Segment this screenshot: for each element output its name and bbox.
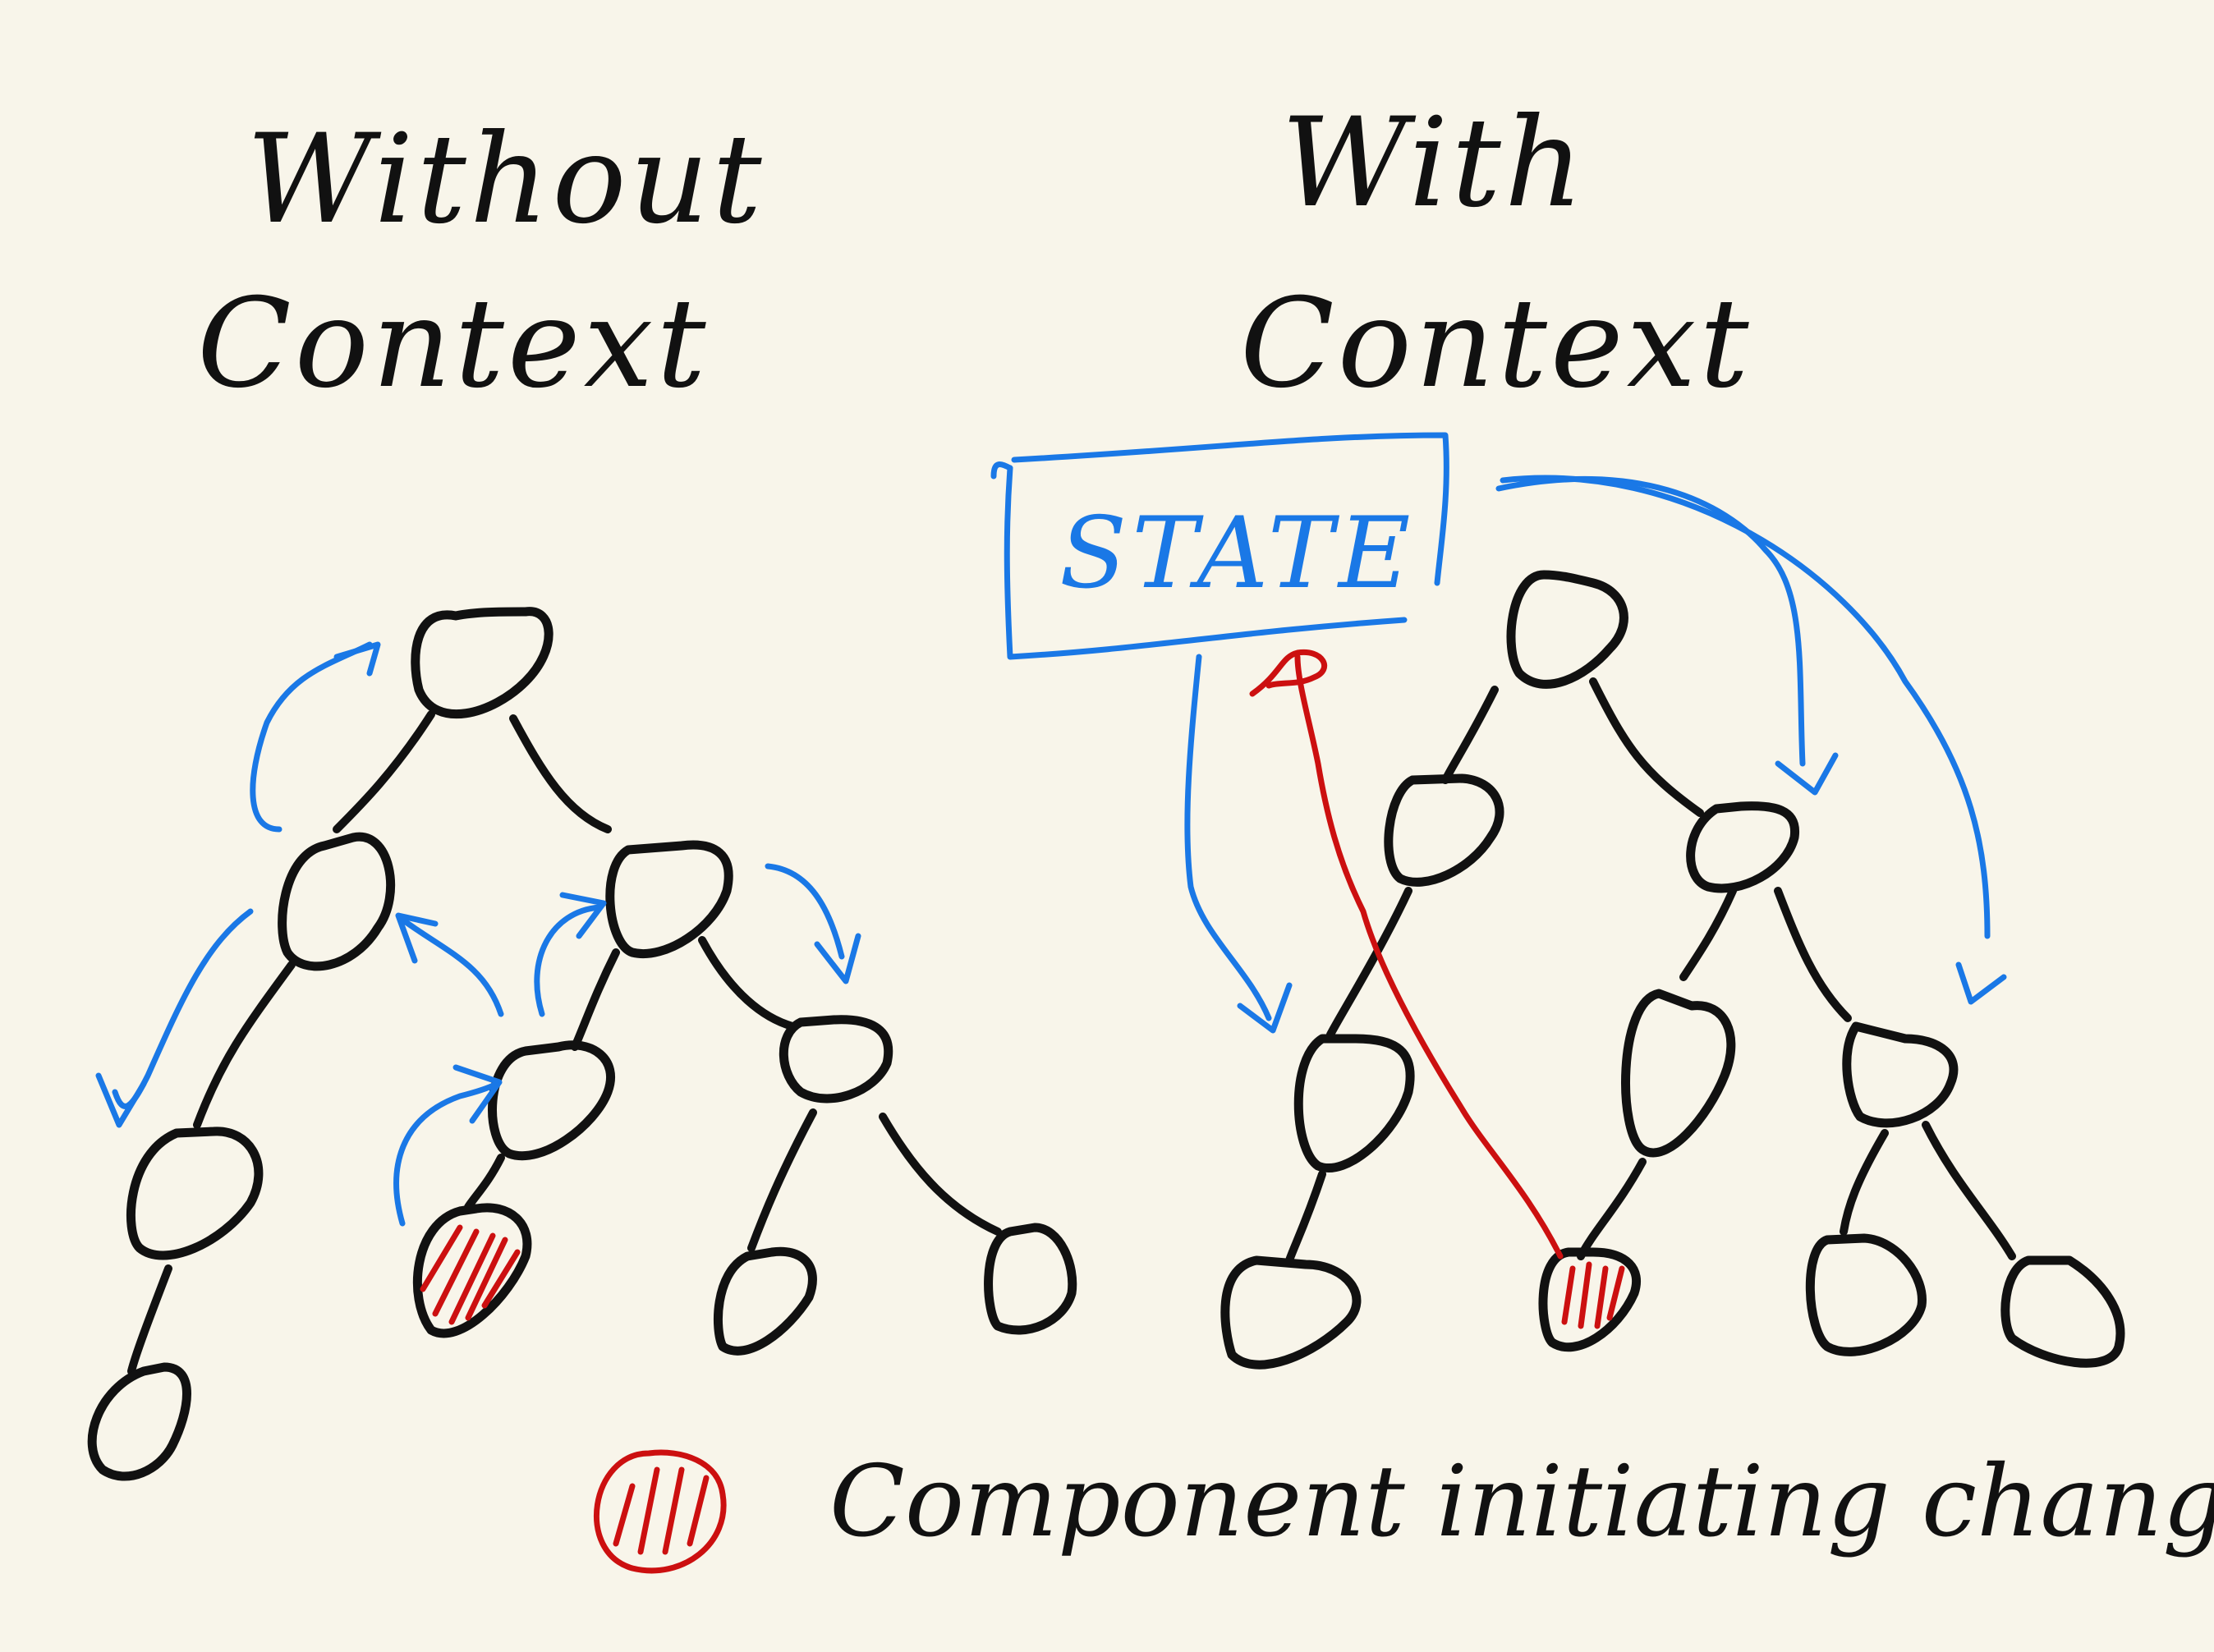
tree-node <box>1686 801 1800 893</box>
tree-node <box>126 1127 264 1260</box>
left-tree-nodes <box>87 607 1077 1481</box>
edge <box>879 1113 1002 1236</box>
arrowhead <box>814 933 861 984</box>
left-tree <box>87 607 1077 1481</box>
edge <box>1774 887 1852 1022</box>
state-box-border <box>1004 432 1449 660</box>
tree-node-root <box>411 607 554 719</box>
right-tree-nodes <box>1220 570 2125 1370</box>
arrow-up <box>399 916 504 1017</box>
arrowhead <box>452 1064 503 1124</box>
edge <box>464 1154 505 1211</box>
arrow-state-to-node <box>1184 654 1272 1021</box>
edge <box>333 710 435 833</box>
state-box-corner <box>990 461 1013 480</box>
edge <box>1840 1129 1889 1236</box>
arrow-up <box>534 904 603 1017</box>
arrow-state-to-node <box>1500 475 1991 939</box>
edge <box>1285 1170 1326 1264</box>
legend: Component initiating change <box>594 1445 2214 1574</box>
edge <box>1577 1158 1647 1260</box>
tree-node-root <box>1506 570 1628 689</box>
edge <box>747 1108 817 1252</box>
change-signal-line <box>1294 654 1564 1260</box>
state-box: STATE <box>990 432 1449 660</box>
arrowhead <box>333 641 381 677</box>
left-tree-edges <box>127 710 1002 1375</box>
legend-label: Component initiating change <box>829 1445 2214 1559</box>
arrowhead <box>559 892 607 939</box>
tree-node <box>2000 1255 2125 1368</box>
arrowhead <box>1237 982 1293 1034</box>
tree-node <box>984 1223 1077 1335</box>
heading-without-line1: Without <box>246 108 765 251</box>
edge <box>571 948 620 1051</box>
right-tree: STATE <box>990 432 2125 1370</box>
right-tree-edges <box>1285 677 2016 1264</box>
edge <box>1679 887 1737 981</box>
edge <box>698 936 797 1030</box>
hatch-marks <box>420 1224 521 1325</box>
heading-without-line2: Context <box>197 273 710 415</box>
state-label: STATE <box>1059 497 1415 611</box>
tree-node <box>488 1040 616 1161</box>
tree-node <box>1621 989 1736 1158</box>
edge <box>1922 1121 2016 1260</box>
arrow-up <box>393 1081 500 1227</box>
hatch-marks <box>1561 1261 1625 1329</box>
arrow-state-to-node <box>1495 476 1806 767</box>
arrowhead <box>1955 961 2007 1005</box>
heading-with-line2: Context <box>1240 273 1752 415</box>
arrowhead <box>395 912 439 964</box>
heading-with-line1: With <box>1281 92 1587 235</box>
arrow-down <box>112 908 254 1109</box>
tree-node <box>1842 1021 1959 1128</box>
legend-swatch-icon <box>594 1449 727 1574</box>
tree-node <box>1384 773 1504 887</box>
arrowhead <box>1775 752 1839 796</box>
edge <box>1326 887 1412 1039</box>
edge <box>1589 677 1704 817</box>
tree-node <box>1805 1233 1927 1356</box>
edge <box>127 1264 172 1375</box>
tree-node <box>1293 1034 1415 1172</box>
tree-node <box>278 832 396 971</box>
arrow-down <box>765 863 845 960</box>
arrowhead <box>95 1072 147 1128</box>
change-signal-arrowhead <box>1249 649 1327 697</box>
tree-node <box>605 840 733 958</box>
tree-node <box>87 1362 191 1481</box>
tree-node-initiating-change <box>1538 1247 1641 1352</box>
tree-node <box>779 1015 893 1104</box>
edge <box>1441 686 1499 784</box>
tree-node <box>713 1246 817 1356</box>
arrow-up <box>250 641 373 833</box>
left-tree-propagation-arrows <box>95 641 861 1227</box>
edge <box>193 961 296 1129</box>
tree-node-initiating-change <box>413 1203 532 1338</box>
right-tree-distribution-arrows <box>1184 475 2007 1034</box>
tree-node <box>1220 1255 1362 1370</box>
edge <box>509 714 612 833</box>
